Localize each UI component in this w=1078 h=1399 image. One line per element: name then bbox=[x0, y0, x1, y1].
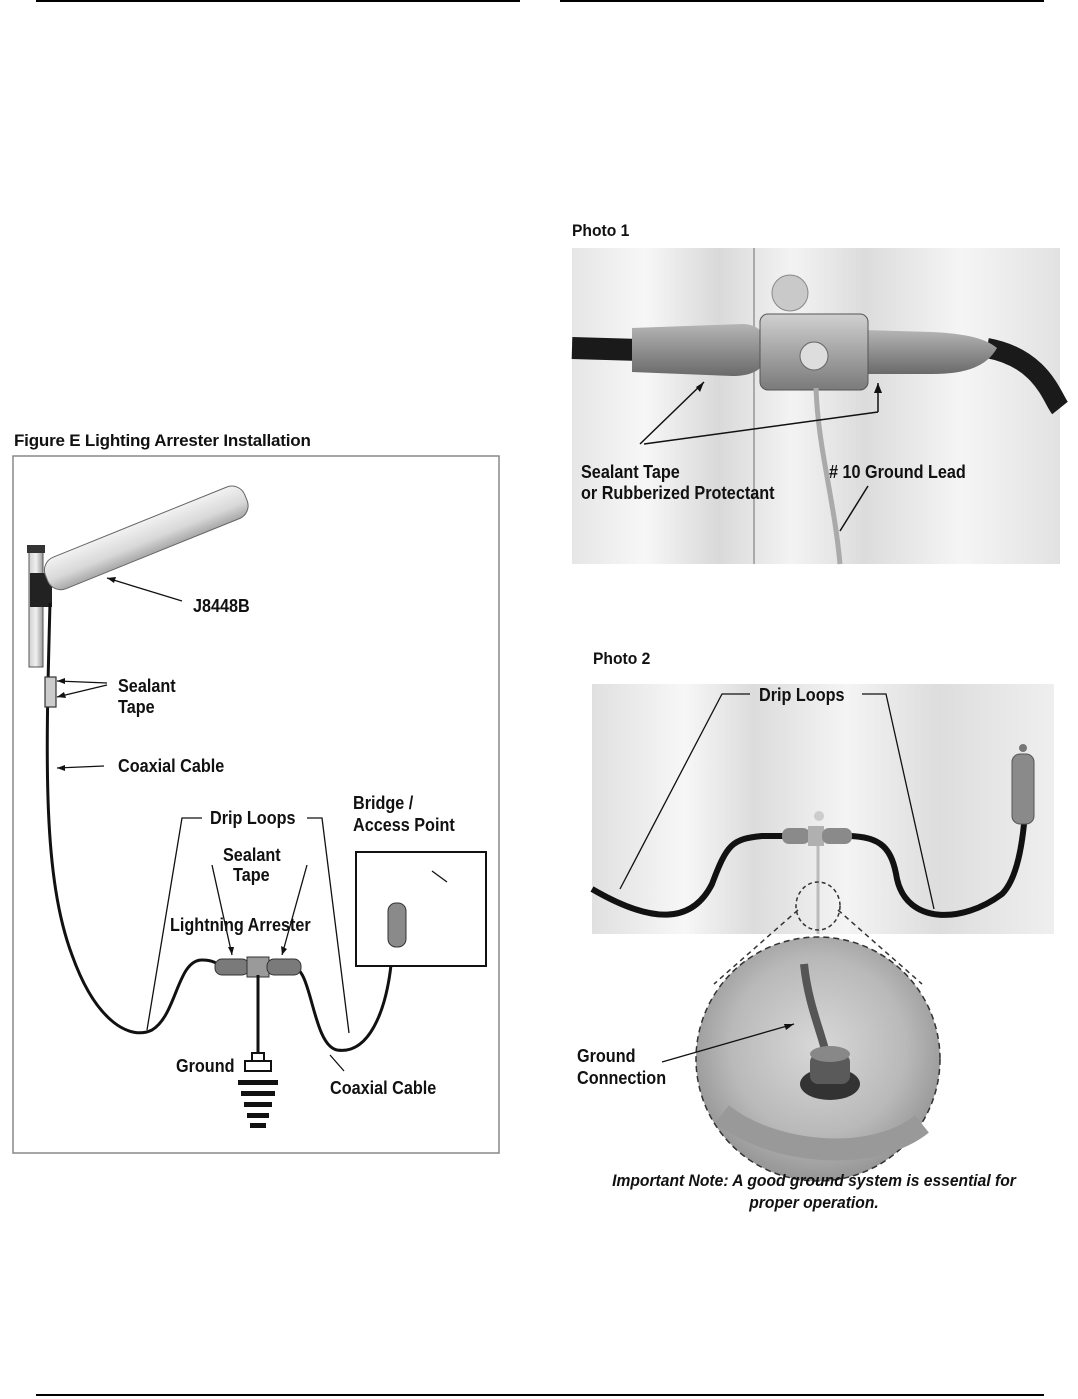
photo2-label-ground-2: Connection bbox=[577, 1068, 667, 1088]
mounting-bracket bbox=[30, 573, 52, 607]
photo2-upper bbox=[592, 684, 1054, 934]
mounting-bolt bbox=[771, 274, 809, 312]
label-drip-loops: Drip Loops bbox=[210, 808, 296, 828]
label-j8448b: J8448B bbox=[193, 596, 250, 616]
lightning-arrester bbox=[214, 956, 302, 978]
label-coaxial-cable-bottom: Coaxial Cable bbox=[330, 1078, 437, 1098]
photo2-label-drip-loops: Drip Loops bbox=[759, 685, 845, 705]
top-rule-right bbox=[560, 0, 1044, 2]
important-note-line2: proper operation. bbox=[749, 1193, 879, 1212]
magnifier-source bbox=[795, 881, 841, 931]
bridge-access-point-box bbox=[355, 851, 487, 967]
label-ground: Ground bbox=[176, 1056, 235, 1076]
label-coaxial-cable-top: Coaxial Cable bbox=[118, 756, 225, 776]
important-note-line1: Important Note: A good ground system is … bbox=[612, 1171, 1016, 1190]
sealant-tape-upper bbox=[44, 676, 57, 708]
sealant-boot-right bbox=[862, 330, 997, 374]
bridge-connector bbox=[387, 902, 407, 948]
photo2-label-ground-1: Ground bbox=[577, 1046, 636, 1066]
label-sealant-tape-mid-1: Sealant bbox=[223, 845, 281, 865]
important-note: Important Note: A good ground system is … bbox=[591, 1170, 1036, 1214]
photo1-caption: Photo 1 bbox=[572, 221, 630, 240]
figure-caption: Figure E Lighting Arrester Installation bbox=[14, 431, 311, 450]
label-sealant-tape-top-1: Sealant bbox=[118, 676, 176, 696]
label-sealant-tape-mid-2: Tape bbox=[233, 865, 270, 885]
label-bridge-2: Access Point bbox=[353, 815, 455, 835]
top-rule-left bbox=[36, 0, 520, 2]
photo1-image bbox=[571, 248, 1069, 565]
sealant-boot-left bbox=[632, 324, 767, 376]
drip-loop-cable bbox=[590, 833, 787, 918]
photo2-arrester bbox=[782, 811, 852, 846]
photo1-label-ground-lead: # 10 Ground Lead bbox=[829, 462, 966, 482]
photo1-label-sealant-1: Sealant Tape bbox=[581, 462, 680, 482]
label-sealant-tape-top-2: Tape bbox=[118, 697, 155, 717]
photo2-caption: Photo 2 bbox=[593, 649, 651, 668]
figure-e-diagram bbox=[12, 455, 500, 1154]
ground-lead bbox=[813, 387, 843, 565]
antenna-j8448b bbox=[43, 485, 249, 591]
ground-symbol-icon bbox=[238, 1052, 278, 1128]
label-bridge-1: Bridge / bbox=[353, 793, 414, 813]
bottom-rule bbox=[36, 1394, 1044, 1396]
photo2-bridge-connector bbox=[1011, 753, 1035, 825]
photo2-image bbox=[590, 684, 1054, 1182]
coaxial-cable bbox=[45, 602, 223, 1035]
photo1-label-sealant-2: or Rubberized Protectant bbox=[581, 483, 775, 503]
label-lightning-arrester: Lightning Arrester bbox=[170, 915, 311, 935]
